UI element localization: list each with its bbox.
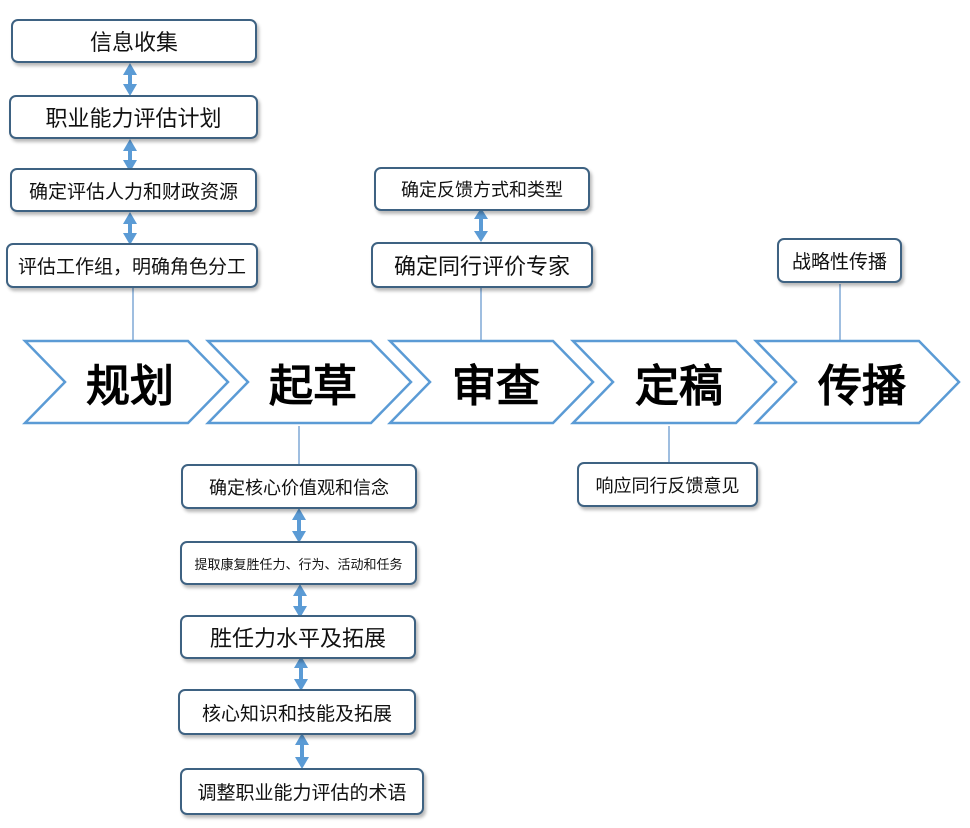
drafting-box: 确定核心价值观和信念	[181, 464, 417, 509]
drafting-box: 核心知识和技能及拓展	[178, 689, 416, 735]
planning-box: 评估工作组，明确角色分工	[6, 243, 258, 288]
drafting-box: 调整职业能力评估的术语	[180, 768, 424, 815]
stage-label-finalize: 定稿	[635, 361, 723, 412]
stage-label-review: 审查	[452, 361, 540, 412]
double-arrow-icon	[474, 208, 488, 242]
chevron-shape	[205, 339, 413, 425]
stage-label-planning: 规划	[86, 361, 174, 412]
planning-box: 确定评估人力和财政资源	[10, 168, 257, 212]
planning-box: 职业能力评估计划	[9, 95, 258, 139]
drafting-box: 提取康复胜任力、行为、活动和任务	[180, 541, 417, 585]
chevron-shape	[22, 339, 230, 425]
review-box: 确定同行评价专家	[371, 242, 593, 288]
finalize-box: 响应同行反馈意见	[577, 462, 758, 507]
stage-label-drafting: 起草	[269, 361, 357, 412]
drafting-box: 胜任力水平及拓展	[180, 615, 416, 659]
double-arrow-icon	[123, 63, 137, 245]
review-box: 确定反馈方式和类型	[374, 167, 590, 211]
chevron-shape	[570, 339, 778, 425]
disseminate-box: 战略性传播	[777, 238, 902, 283]
chevron-shape	[753, 339, 961, 425]
chevron-shape	[387, 339, 595, 425]
planning-box: 信息收集	[11, 19, 257, 63]
stage-label-disseminate: 传播	[818, 361, 906, 412]
double-arrow-icon	[292, 508, 309, 769]
